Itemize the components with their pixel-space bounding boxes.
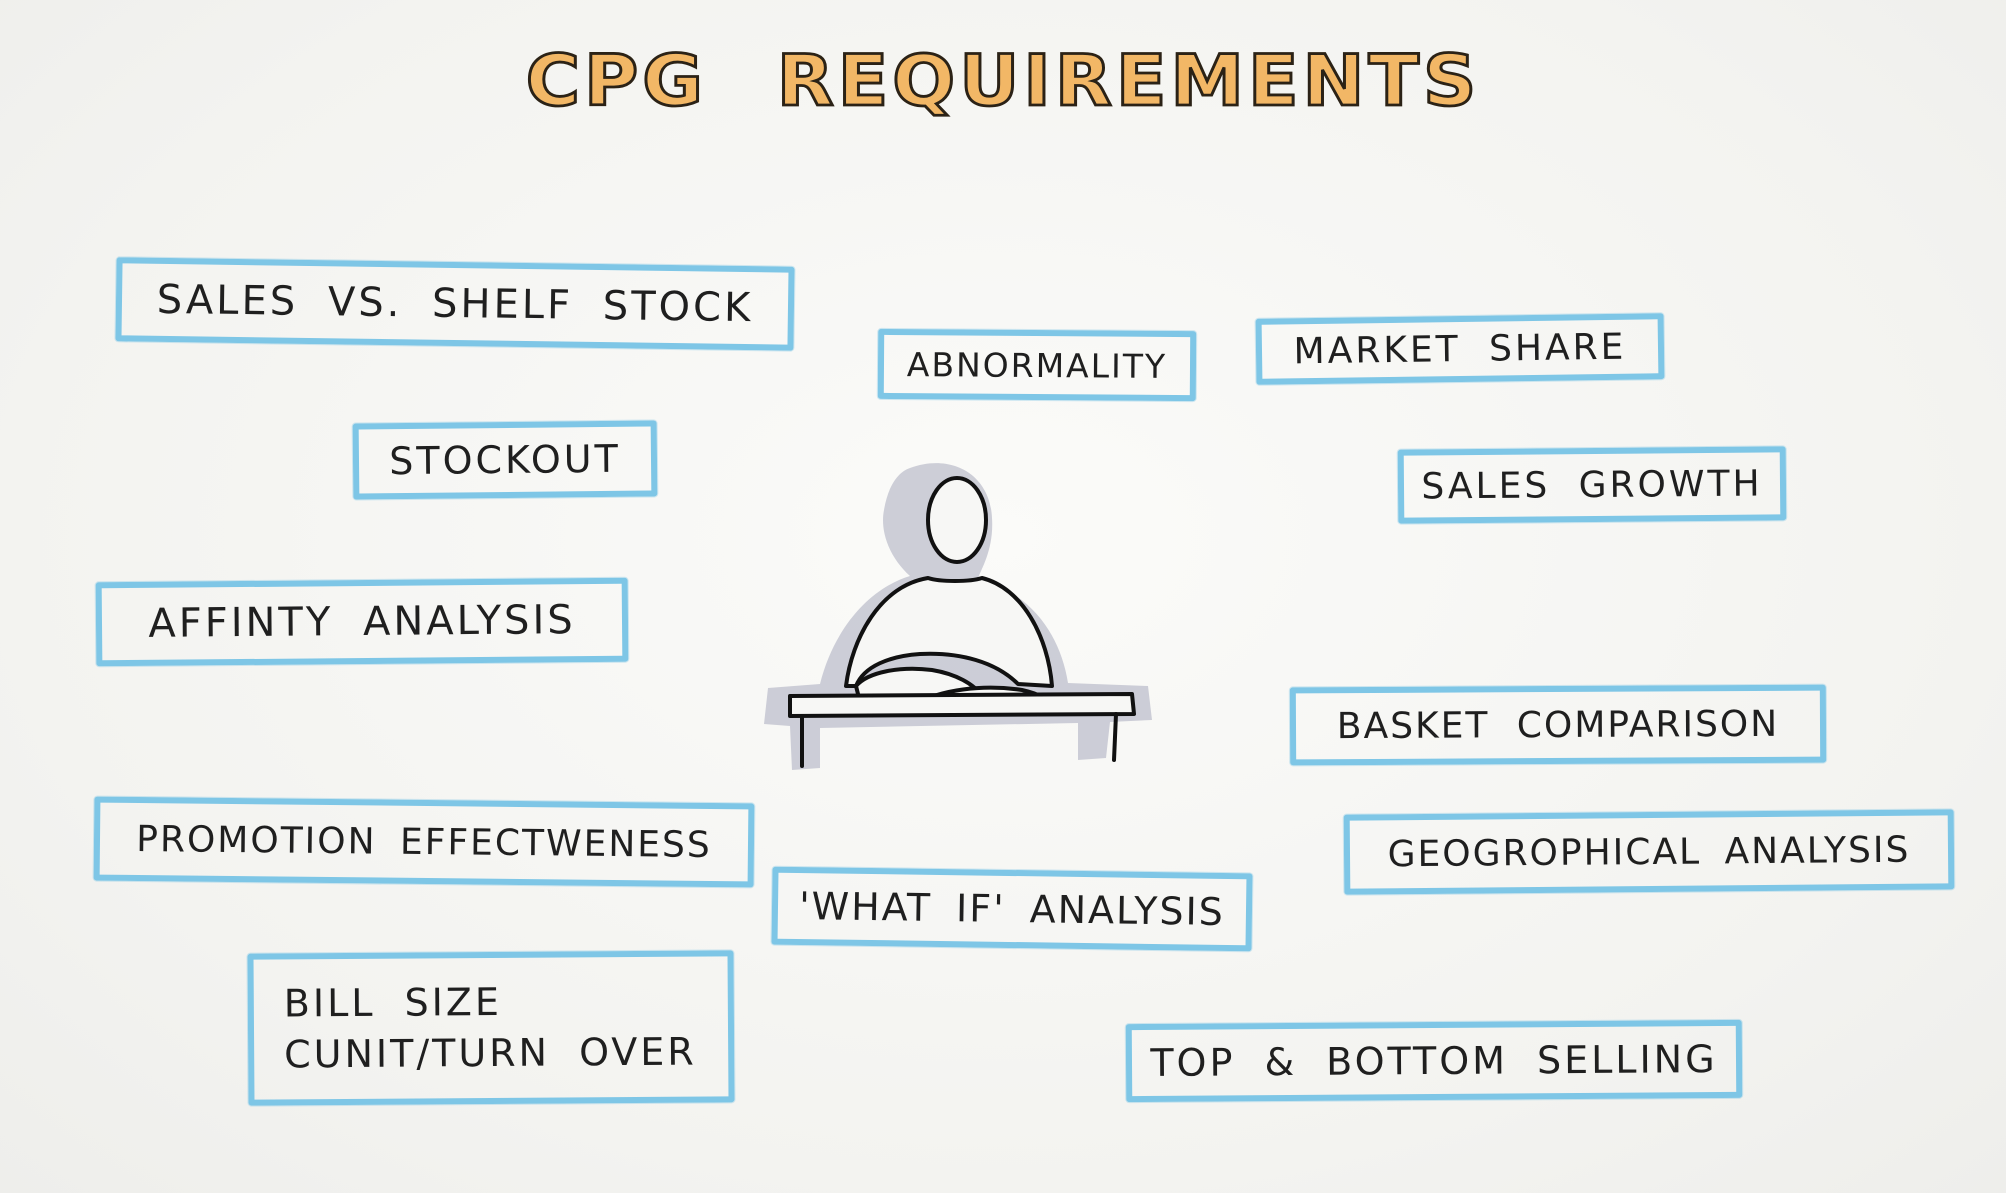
requirement-label: PROMOTION EFFECTWENESS bbox=[136, 818, 712, 866]
requirement-abnormality: ABNORMALITY bbox=[877, 328, 1197, 402]
requirement-affinty-analysis: AFFINTY ANALYSIS bbox=[95, 577, 629, 667]
requirement-market-share: MARKET SHARE bbox=[1255, 313, 1665, 385]
person-body bbox=[844, 576, 1054, 688]
person-head bbox=[926, 476, 988, 564]
requirement-label: STOCKOUT bbox=[388, 436, 622, 484]
requirement-geogrophical-analysis: GEOGROPHICAL ANALYSIS bbox=[1343, 809, 1955, 895]
requirement-label-line2: CUNIT/TURN OVER bbox=[284, 1029, 697, 1077]
desk-leg-right bbox=[1112, 712, 1118, 762]
requirement-label: 'WHAT IF' ANALYSIS bbox=[798, 884, 1226, 934]
requirement-label: GEOGROPHICAL ANALYSIS bbox=[1387, 829, 1911, 875]
requirement-label: AFFINTY ANALYSIS bbox=[148, 597, 576, 647]
requirement-bill-size: BILL SIZE CUNIT/TURN OVER bbox=[247, 950, 735, 1106]
requirement-label: ABNORMALITY bbox=[906, 344, 1168, 386]
requirement-what-if-analysis: 'WHAT IF' ANALYSIS bbox=[771, 866, 1253, 952]
seated-person-at-desk-icon bbox=[764, 463, 1152, 770]
requirement-top-bottom-selling: TOP & BOTTOM SELLING bbox=[1125, 1019, 1743, 1103]
requirement-label: BASKET COMPARISON bbox=[1336, 703, 1780, 747]
diagram-title: CPG REQUIREMENTS bbox=[524, 39, 1481, 124]
requirement-label: SALES VS. SHELF STOCK bbox=[156, 276, 754, 332]
requirement-sales-growth: SALES GROWTH bbox=[1397, 446, 1787, 524]
requirement-basket-comparison: BASKET COMPARISON bbox=[1289, 684, 1827, 766]
requirement-stockout: STOCKOUT bbox=[352, 420, 658, 500]
requirement-label-line1: BILL SIZE bbox=[283, 979, 503, 1026]
requirement-promotion-effectweness: PROMOTION EFFECTWENESS bbox=[93, 796, 755, 888]
desk-top bbox=[788, 692, 1136, 718]
requirement-label: MARKET SHARE bbox=[1293, 326, 1627, 372]
requirement-sales-vs-shelf-stock: SALES VS. SHELF STOCK bbox=[115, 257, 795, 351]
requirement-label: TOP & BOTTOM SELLING bbox=[1150, 1037, 1718, 1085]
requirement-label: SALES GROWTH bbox=[1421, 463, 1763, 507]
